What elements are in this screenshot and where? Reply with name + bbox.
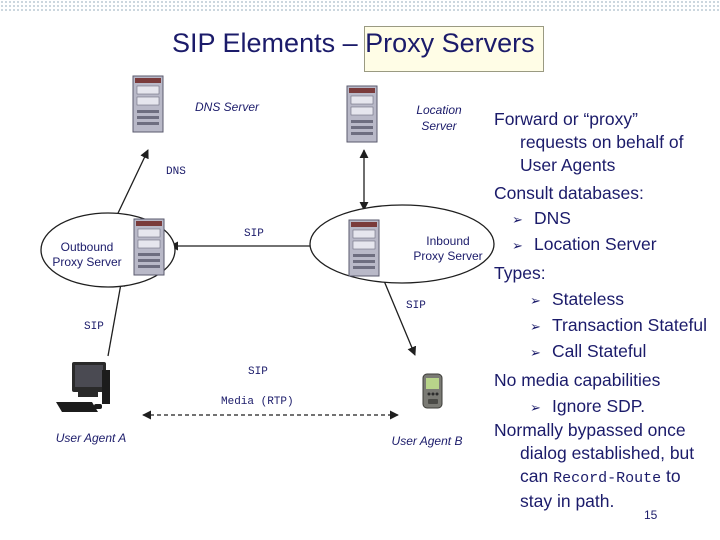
decorative-top-band	[0, 0, 720, 12]
computer-icon	[56, 362, 110, 412]
title-prefix: SIP Elements –	[172, 28, 366, 58]
media-link-label: Media (RTP)	[221, 396, 294, 408]
user-agent-b-label: User Agent B	[391, 434, 463, 448]
inbound-proxy-label: Inbound Proxy Server	[403, 234, 493, 264]
forward-line-3: User Agents	[520, 155, 616, 175]
ua-a-outbound-link	[107, 277, 126, 357]
types-item-label: Call Stateful	[552, 341, 647, 361]
arrow-bullet-icon: ➢	[512, 212, 523, 227]
bypass-line-1: Normally bypassed once	[494, 420, 686, 440]
bypass-line-3-pre: can	[520, 466, 554, 486]
outbound-proxy-label-line2: Proxy Server	[52, 255, 122, 269]
bypass-line-2: dialog established, but	[520, 443, 695, 463]
notes-panel: Forward or “proxy” requests on behalf of…	[494, 108, 718, 513]
types-item-label: Stateless	[552, 289, 624, 309]
record-route-code: Record-Route	[553, 470, 662, 487]
dns-server-label: DNS Server	[194, 100, 259, 114]
consult-heading: Consult databases:	[494, 183, 644, 203]
arrow-bullet-icon: ➢	[530, 400, 541, 415]
arrow-bullet-icon: ➢	[530, 293, 541, 308]
inbound-proxy-server-icon	[348, 219, 380, 277]
page-number: 15	[644, 508, 658, 522]
dns-link-label: DNS	[166, 166, 186, 178]
types-item-label: Transaction Stateful	[552, 315, 707, 335]
slide-title: SIP Elements – Proxy Servers	[172, 28, 535, 59]
consult-item-label: Location Server	[534, 234, 657, 254]
dns-server-icon	[132, 75, 164, 133]
types-item: ➢ Call Stateful	[494, 340, 718, 364]
types-heading: Types:	[494, 263, 546, 283]
outbound-proxy-label-line1: Outbound	[60, 240, 114, 254]
arrow-bullet-icon: ➢	[512, 238, 523, 253]
bypass-line-4: stay in path.	[520, 491, 615, 511]
no-media-item-label: Ignore SDP.	[552, 396, 646, 416]
outbound-proxy-label: Outbound Proxy Server	[42, 240, 132, 270]
phone-icon	[422, 373, 443, 409]
inbound-proxy-label-line1: Inbound	[426, 234, 470, 248]
types-item: ➢ Transaction Stateful	[494, 314, 718, 338]
arrow-bullet-icon: ➢	[530, 345, 541, 360]
inbound-proxy-label-line2: Proxy Server	[413, 249, 483, 263]
inbound-ua-b-link	[381, 275, 417, 356]
consult-item-label: DNS	[534, 208, 571, 228]
location-server-label: Location Server	[403, 102, 475, 134]
title-highlight-box	[364, 26, 544, 72]
types-item: ➢ Stateless	[494, 288, 718, 312]
location-server-icon	[346, 85, 378, 143]
sip-outbound-link-label: SIP	[84, 321, 104, 333]
arrow-bullet-icon: ➢	[530, 319, 541, 334]
bypass-line-3: can Record-Route to	[494, 465, 718, 490]
sip-proxy-link-label: SIP	[244, 228, 264, 240]
forward-line-1: Forward or “proxy”	[494, 109, 638, 129]
title-highlight: Proxy Servers	[365, 28, 535, 58]
location-server-label-line1: Location	[416, 103, 462, 117]
location-server-label-line2: Server	[421, 119, 457, 133]
consult-item: ➢ DNS	[494, 207, 718, 231]
bypass-line-3-post: to	[661, 466, 681, 486]
no-media-item: ➢ Ignore SDP.	[494, 395, 718, 419]
no-media-heading: No media capabilities	[494, 370, 661, 390]
user-agent-a-label: User Agent A	[55, 431, 127, 445]
outbound-proxy-server-icon	[133, 218, 165, 276]
consult-item: ➢ Location Server	[494, 233, 718, 257]
forward-line-2: requests on behalf of	[520, 132, 684, 152]
sip-ua-link-label: SIP	[248, 366, 268, 378]
sip-inbound-link-label: SIP	[406, 300, 426, 312]
